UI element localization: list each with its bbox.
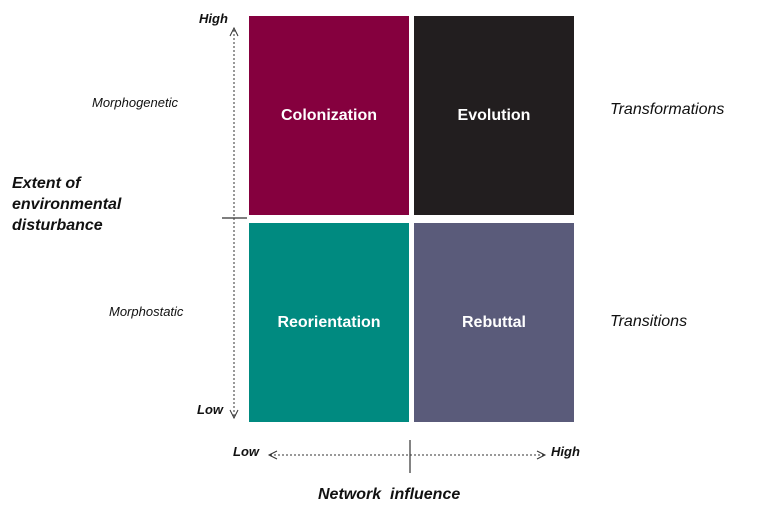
x-axis-arrow-right xyxy=(536,450,547,460)
quadrant-evolution-label: Evolution xyxy=(457,106,531,124)
quadrant-colonization: Colonization xyxy=(249,16,409,215)
morphostatic-label: Morphostatic xyxy=(109,304,184,319)
quadrant-reorientation-label: Reorientation xyxy=(277,313,381,331)
quadrant-rebuttal: Rebuttal xyxy=(414,223,574,422)
morphogenetic-label: Morphogenetic xyxy=(92,95,178,110)
quadrant-colonization-label: Colonization xyxy=(281,106,377,124)
transitions-label: Transitions xyxy=(610,313,688,330)
quadrant-evolution: Evolution xyxy=(414,16,574,215)
x-axis-low-label: Low xyxy=(233,444,259,459)
y-axis-title-line-3: disturbance xyxy=(12,217,103,234)
x-axis-high-label: High xyxy=(551,444,580,459)
transformations-label: Transformations xyxy=(610,101,725,118)
y-axis-arrow-up xyxy=(229,26,239,37)
quadrant-reorientation: Reorientation xyxy=(249,223,409,422)
y-axis-arrow-down xyxy=(229,409,239,420)
y-axis-title-line-2: environmental xyxy=(12,196,122,213)
quadrant-rebuttal-label: Rebuttal xyxy=(462,313,526,331)
y-axis-low-label: Low xyxy=(197,402,223,417)
y-axis-title: Extent of environmental disturbance xyxy=(12,173,162,236)
x-axis-arrow-left xyxy=(267,450,278,460)
y-axis-high-label: High xyxy=(199,11,228,26)
y-axis-title-line-1: Extent of xyxy=(12,175,81,192)
x-axis-title: Network influence xyxy=(318,486,461,503)
